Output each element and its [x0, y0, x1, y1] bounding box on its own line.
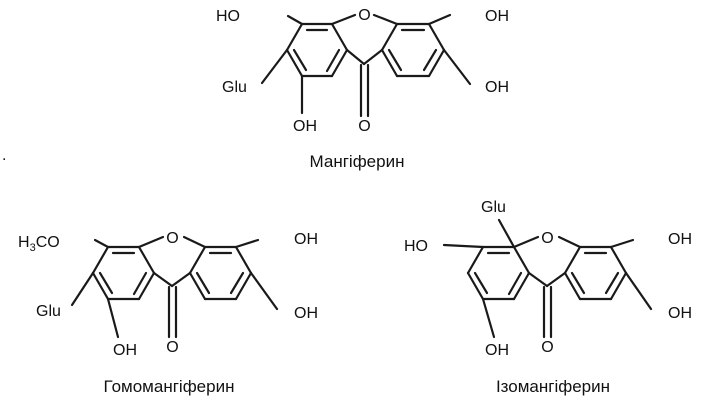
methoxy-co: CO [36, 234, 60, 251]
hydroxyl-label: OH [485, 79, 509, 96]
hydroxyl-label: OH [668, 305, 692, 322]
methoxy-h: H [18, 234, 30, 251]
carbonyl-oxygen-label: O [541, 339, 553, 356]
hydroxyl-label: OH [113, 342, 137, 359]
glucosyl-label: Glu [222, 79, 247, 96]
molecule-mangiferin: O O HO OH Glu OH OH Мангіферин [216, 7, 509, 171]
methoxy-label: H3CO [18, 234, 60, 254]
ring-oxygen-label: O [166, 230, 178, 247]
hydroxyl-label: OH [485, 342, 509, 359]
hydroxyl-label: OH [294, 231, 318, 248]
carbonyl-oxygen-label: O [166, 339, 178, 356]
compound-name: Мангіферин [310, 152, 405, 171]
bonds-mangiferin [260, 13, 472, 118]
hydroxyl-label: OH [293, 118, 317, 135]
hydroxyl-label: OH [668, 231, 692, 248]
compound-name: Гомомангіферин [104, 377, 235, 396]
glucosyl-label: Glu [36, 303, 61, 320]
hydroxyl-label: OH [294, 305, 318, 322]
carbonyl-oxygen-label: O [358, 118, 370, 135]
bonds-isomangiferin [442, 218, 653, 339]
hydroxyl-label: HO [404, 238, 428, 255]
side-mark: . [2, 147, 6, 164]
ring-oxygen-label: O [541, 230, 553, 247]
hydroxyl-label: HO [216, 8, 240, 25]
compound-name: Ізомангіферин [496, 377, 610, 396]
hydroxyl-label: OH [485, 8, 509, 25]
molecule-homomangiferin: O O H3CO OH Glu OH OH Гомомангіферин [18, 230, 318, 396]
molecule-isomangiferin: O O Glu HO OH OH OH Ізомангіферин [404, 199, 692, 396]
glucosyl-label: Glu [481, 199, 506, 216]
ring-oxygen-label: O [358, 7, 370, 24]
bonds-homomangiferin [70, 235, 279, 339]
methoxy-subscript: 3 [30, 242, 36, 254]
